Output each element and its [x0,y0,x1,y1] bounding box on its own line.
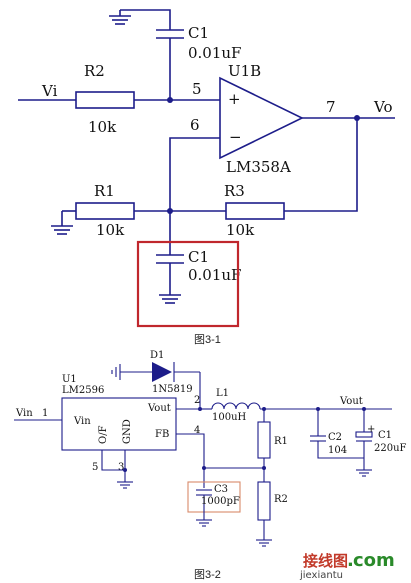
ground-symbol-u1 [117,481,133,489]
figure-1-panel: C1 0.01uF Vi R2 10k U1B + − 5 6 7 LM358A… [8,2,403,328]
l1-ref: L1 [216,388,229,399]
u1-pin-gnd: GND [122,419,133,444]
ground-symbol-c1 [356,469,372,477]
c2-value: 104 [328,445,347,456]
c2-ref: C2 [328,432,342,443]
figure-2-panel: U1 LM2596 Vin 1 Vin Vout FB O/F GND 5 3 [8,350,407,568]
ground-symbol-left [51,211,73,235]
opamp-part: LM358A [226,158,291,176]
diode-d1 [152,362,172,382]
figure-1-caption: 图3-1 [194,333,221,346]
resistor-r2 [75,91,135,109]
r3-ref: R3 [224,182,245,200]
opamp-lm358a [219,76,304,160]
ground-symbol-top [109,10,131,25]
capacitor-c1-electrolytic [355,431,373,438]
opamp-pin-7: 7 [326,98,336,116]
c1-plus-sign: + [367,424,375,435]
opamp-ref: U1B [228,62,261,80]
inductor-l1 [211,402,261,410]
watermark-site-en: jiexiantu [299,570,343,581]
r3-value: 10k [226,221,255,239]
u1-pin-vin: Vin [73,416,91,427]
u1-pin-1: 1 [42,408,48,419]
c1-bottom-value: 0.01uF [188,266,241,284]
c1-ref: C1 [378,430,392,441]
r2-ref: R2 [84,62,105,80]
resistor-r1 [75,202,135,220]
c1-top-ref: C1 [188,24,209,42]
vout-label: Vout [339,396,363,407]
opamp-plus-sign: + [228,90,241,108]
junction-dot [123,468,127,472]
opamp-pin-5: 5 [192,80,202,98]
opamp-pin-6: 6 [190,116,200,134]
r2-label: R2 [274,494,288,505]
d1-ref: D1 [150,350,164,361]
d1-part: 1N5819 [152,384,193,395]
resistor-r3 [225,202,285,220]
c1-value: 220uF [374,443,407,454]
r1-label: R1 [274,436,288,447]
junction-dot [167,97,173,103]
u1-pin-fb: FB [155,429,169,440]
u1-pin-onoff: O/F [98,425,109,444]
c3-highlight-box [187,481,241,513]
c3-value: 1000pF [201,496,240,507]
r1-ref: R1 [94,182,115,200]
u1-part: LM2596 [62,385,104,396]
r2-value: 10k [88,118,117,136]
highlight-box [136,240,240,328]
c1-top-value: 0.01uF [188,44,241,62]
r1-value: 10k [96,221,125,239]
watermark-com: com [353,550,395,571]
ic-u1-lm2596 [61,397,177,451]
u1-pin-3: 3 [118,462,124,473]
u1-pin-vout: Vout [147,403,171,414]
vi-label: Vi [41,82,58,100]
figure-2-caption: 图3-2 [194,568,221,581]
u1-pin-5: 5 [92,462,98,473]
c3-ref: C3 [214,484,228,495]
ground-symbol-c3 [196,519,212,527]
opamp-minus-sign: − [229,128,242,146]
junction-dot [198,407,202,411]
l1-value: 100uH [212,412,247,423]
u1-pin-4: 4 [194,425,200,436]
ground-symbol-bottom [159,294,181,304]
resistor-r1 [257,421,271,459]
resistor-r2 [257,481,271,521]
u1-pin-2: 2 [194,395,200,406]
watermark-site-cn: 接线图 [303,552,348,570]
watermark-dot: . [347,550,354,571]
ground-symbol-r2 [256,539,272,547]
c1-bottom-ref: C1 [188,248,209,266]
junction-dot [262,466,266,470]
watermark-logo: 接线图 . com jiexiantu [299,550,395,581]
u1-ref: U1 [62,374,77,385]
vo-label: Vo [373,98,393,116]
vin-label: Vin [15,408,33,419]
